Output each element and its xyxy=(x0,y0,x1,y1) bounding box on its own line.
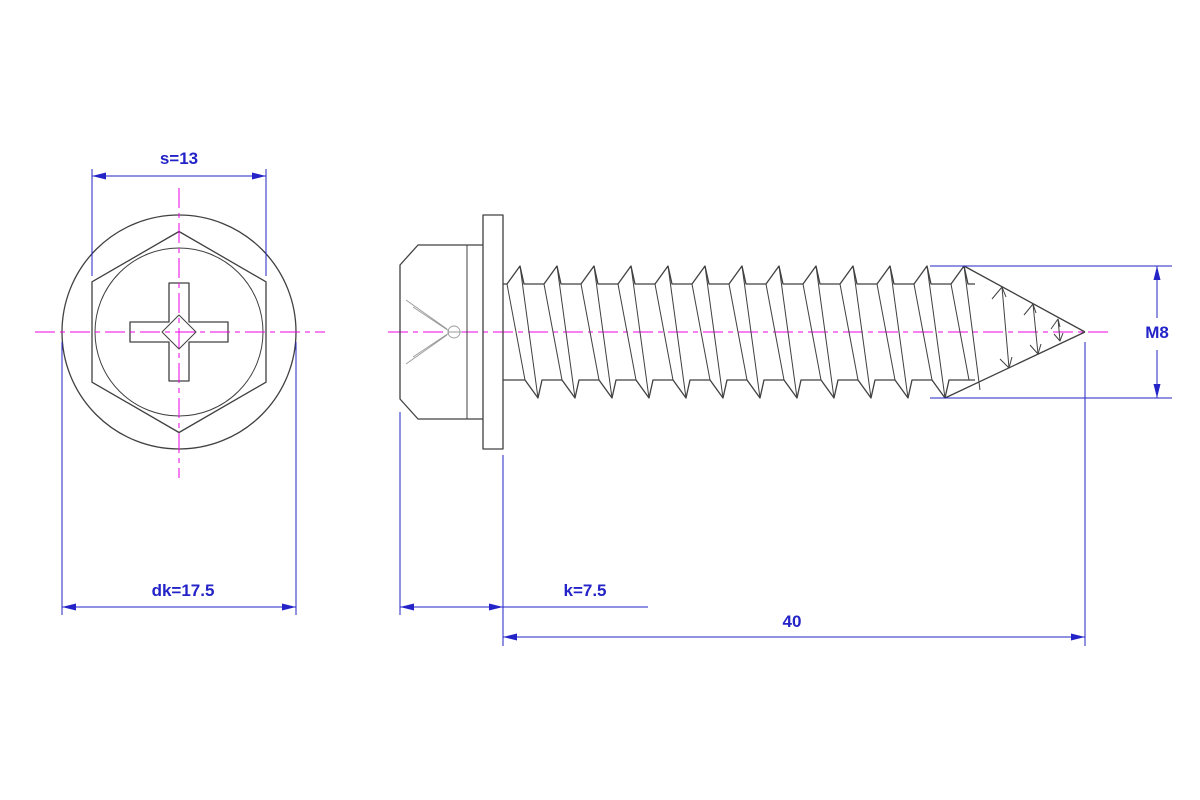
dimension-k: k=7.5 xyxy=(399,412,648,615)
dimension-thread-extension-lines xyxy=(930,265,1172,399)
dimension-thread: M8 xyxy=(930,265,1172,399)
tip-cone-outline xyxy=(944,265,1086,399)
dimension-label-k: k=7.5 xyxy=(563,581,606,600)
dimension-s: s=13 xyxy=(91,149,267,276)
recess-hidden-circle xyxy=(447,325,461,339)
thread-flank-lines-a xyxy=(519,265,981,399)
phillips-recess-cross xyxy=(129,282,229,382)
dimension-s-extension-lines xyxy=(91,169,267,276)
dimension-length-arrow-right xyxy=(1071,633,1085,641)
dimension-s-arrow-left xyxy=(92,172,106,180)
dimension-k-arrow-right xyxy=(489,603,503,611)
dimension-dk-arrow-left xyxy=(62,603,76,611)
dimension-dk-extension-lines xyxy=(61,342,297,615)
front-view xyxy=(35,188,325,478)
phillips-recess-diamond xyxy=(161,314,197,350)
tip-flank-lines xyxy=(1001,286,1061,369)
hexagon xyxy=(91,230,267,434)
dimension-thread-arrow-top xyxy=(1153,266,1161,280)
dimension-label-length: 40 xyxy=(783,612,802,631)
thread-outline-bottom xyxy=(503,379,975,399)
dimension-label-thread: M8 xyxy=(1145,323,1169,342)
dimension-k-arrow-left xyxy=(400,603,414,611)
side-view xyxy=(388,214,1108,450)
dimension-length: 40 xyxy=(502,342,1086,646)
dimension-dk: dk=17.5 xyxy=(61,342,297,615)
dimension-s-arrow-right xyxy=(252,172,266,180)
dimension-thread-arrow-bottom xyxy=(1153,384,1161,398)
dimension-length-arrow-left xyxy=(503,633,517,641)
dimension-dk-arrow-right xyxy=(282,603,296,611)
thread-flank-lines-b xyxy=(506,283,970,381)
dimension-label-s: s=13 xyxy=(160,149,198,168)
thread-outline-top xyxy=(503,265,975,285)
dimension-length-extension-lines xyxy=(502,342,1086,646)
recess-hidden-lines xyxy=(405,299,462,365)
dimension-label-dk: dk=17.5 xyxy=(152,581,215,600)
flange-profile xyxy=(482,214,504,450)
hex-head-profile xyxy=(399,244,483,420)
